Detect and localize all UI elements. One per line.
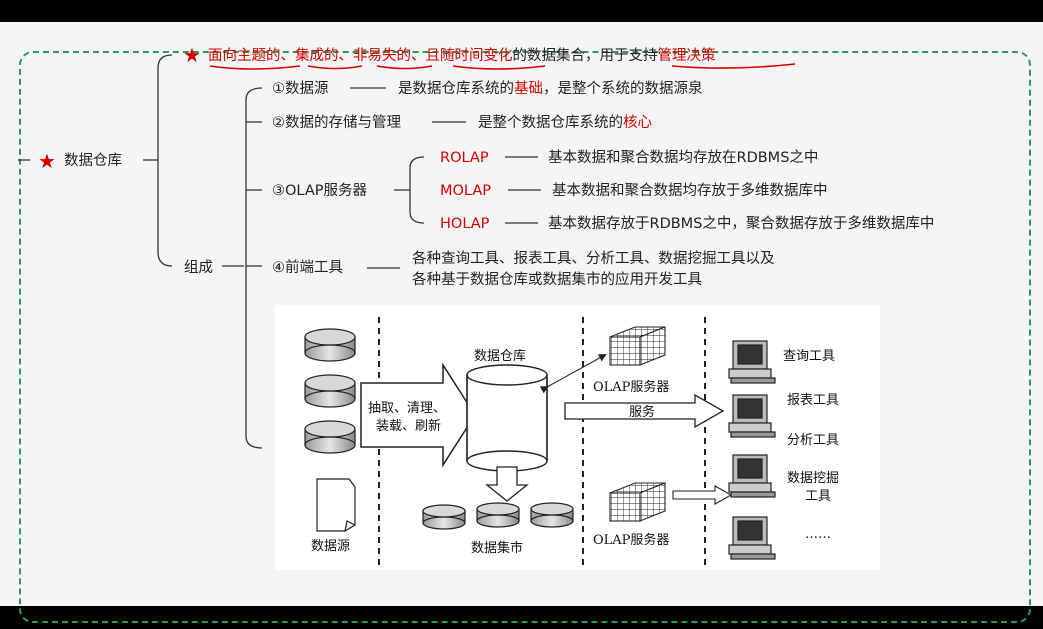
source-disk-1 [304,328,356,362]
olap-type-molap: MOLAP [440,183,491,199]
definition-part: 、 [411,48,426,64]
tool-analysis-label: 分析工具 [787,433,840,448]
tool-mining-label-2: 工具 [805,489,832,504]
item-storage: ②数据的存储与管理 [272,115,401,131]
definition-text: 面向主题的、集成的、非易失的、且随时间变化的数据集合，用于支持管理决策 [208,47,716,65]
computer-1 [728,340,776,384]
item-storage-desc: 是整个数据仓库系统的核心 [478,114,652,132]
olap-type-holap: HOLAP [440,216,490,232]
definition-part: 非易失的 [353,48,411,64]
olap-type-rolap: ROLAP [440,150,489,166]
olap-desc-molap: 基本数据和聚合数据均存放于多维数据库中 [552,183,828,199]
datasource-label: 数据源 [311,539,351,554]
item-datasource-desc: 是数据仓库系统的基础，是整个系统的数据源泉 [398,80,703,98]
source-disk-2 [304,374,356,408]
olap-desc-rolap: 基本数据和聚合数据均存放在RDBMS之中 [548,150,819,166]
frontend-desc-line2: 各种基于数据仓库或数据集市的应用开发工具 [412,272,702,288]
definition-part: 、 [280,48,296,64]
definition-part: 的数据集合，用于支持 [512,48,658,64]
frontend-desc-line1: 各种查询工具、报表工具、分析工具、数据挖掘工具以及 [412,251,775,267]
architecture-figure: 抽取、清理、 装载、刷新 数据仓库 OLAP服务器 服务 OLAP服务器 数据集… [275,305,880,570]
process-label-line1: 抽取、清理、 [368,401,447,416]
olap-server-bottom-label: OLAP服务器 [593,533,670,548]
tool-mining-label: 数据挖掘 [787,471,840,486]
star-icon: ★ [183,43,201,67]
item-datasource: ①数据源 [272,81,329,97]
composition-label: 组成 [184,260,213,276]
definition-part: 、 [338,48,354,64]
process-label-line2: 装载、刷新 [376,419,442,434]
item-frontend-tools: ④前端工具 [272,260,343,276]
definition-part: 管理决策 [657,48,716,64]
warehouse-label: 数据仓库 [474,349,527,364]
star-icon: ★ [38,149,56,173]
computer-3 [728,454,776,498]
computer-2 [728,394,776,438]
dashed-frame [19,51,1031,623]
desc-highlight: 核心 [623,115,652,131]
computer-4 [728,516,776,560]
root-label: 数据仓库 [64,153,122,169]
desc-text: 是整个数据仓库系统的 [478,115,623,131]
architecture-drawing [304,317,776,567]
desc-highlight: 基础 [514,81,543,97]
desc-text: ，是整个系统的数据源泉 [543,81,703,97]
tool-query-label: 查询工具 [783,349,836,364]
definition-part: 集成的 [295,48,339,64]
definition-part: 且随时间变化 [425,48,513,64]
definition-part: 面向主题的 [208,48,281,64]
source-disk-3 [304,420,356,454]
tool-report-label: 报表工具 [787,393,840,408]
datamart-label: 数据集市 [471,541,524,556]
olap-desc-holap: 基本数据存放于RDBMS之中，聚合数据存放于多维数据库中 [548,216,935,232]
item-olap-server: ③OLAP服务器 [272,183,367,199]
olap-server-top-label: OLAP服务器 [593,380,670,395]
tool-more-label: …… [805,527,831,542]
desc-text: 是数据仓库系统的 [398,81,514,97]
service-label: 服务 [629,405,656,420]
